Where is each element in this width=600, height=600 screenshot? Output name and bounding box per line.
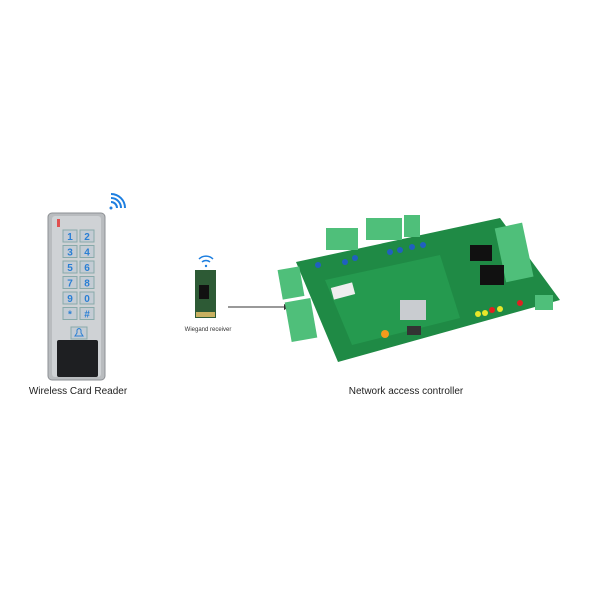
terminal-block (404, 215, 420, 237)
wiegand-receiver (195, 270, 216, 318)
keypad-key (62, 307, 78, 320)
terminal-block (366, 218, 402, 240)
keypad-key-label: * (68, 310, 72, 321)
terminal-block (535, 295, 553, 310)
barcode-label (330, 282, 356, 300)
keypad-key (79, 245, 95, 258)
keypad-key (79, 276, 95, 289)
card-reader-label: Wireless Card Reader (28, 386, 128, 397)
wifi-icon (198, 255, 214, 268)
status-led (57, 219, 60, 227)
keypad-key-label: 7 (67, 279, 73, 290)
keypad-key-label: 8 (84, 279, 90, 290)
keypad-key (62, 260, 78, 274)
keypad-key-label: # (84, 310, 90, 321)
keypad-key (79, 229, 95, 243)
keypad-key (62, 229, 78, 243)
terminal-block (277, 266, 305, 300)
network-access-controller (277, 215, 560, 362)
keypad-key (79, 291, 95, 305)
keypad-key-label: 2 (84, 232, 90, 243)
terminal-block (494, 222, 534, 283)
relay (470, 245, 492, 261)
arrow-icon (228, 304, 290, 310)
bell-icon (74, 328, 84, 337)
keypad-key-label: 9 (67, 294, 73, 305)
keypad-key-label: 4 (84, 248, 90, 259)
keypad-key-label: 1 (67, 232, 73, 243)
keypad-key (62, 245, 78, 258)
terminal-block (326, 228, 358, 250)
rj45-port (400, 300, 426, 320)
keypad-key (79, 260, 95, 274)
card-reading-area (57, 340, 98, 377)
keypad-key (79, 307, 95, 320)
led (381, 330, 389, 338)
keypad-key-label: 3 (67, 248, 73, 259)
keypad-key (62, 291, 78, 305)
keypad-key-label: 0 (84, 294, 90, 305)
receiver-label: Wiegand receiver (184, 327, 232, 333)
wifi-icon (109, 193, 126, 210)
keypad-key (62, 276, 78, 289)
controller-label: Network access controller (348, 386, 464, 397)
terminal-block (284, 298, 318, 342)
relay (480, 265, 504, 285)
keypad-key-label: 6 (84, 263, 90, 274)
keypad-key-label: 5 (67, 263, 73, 274)
